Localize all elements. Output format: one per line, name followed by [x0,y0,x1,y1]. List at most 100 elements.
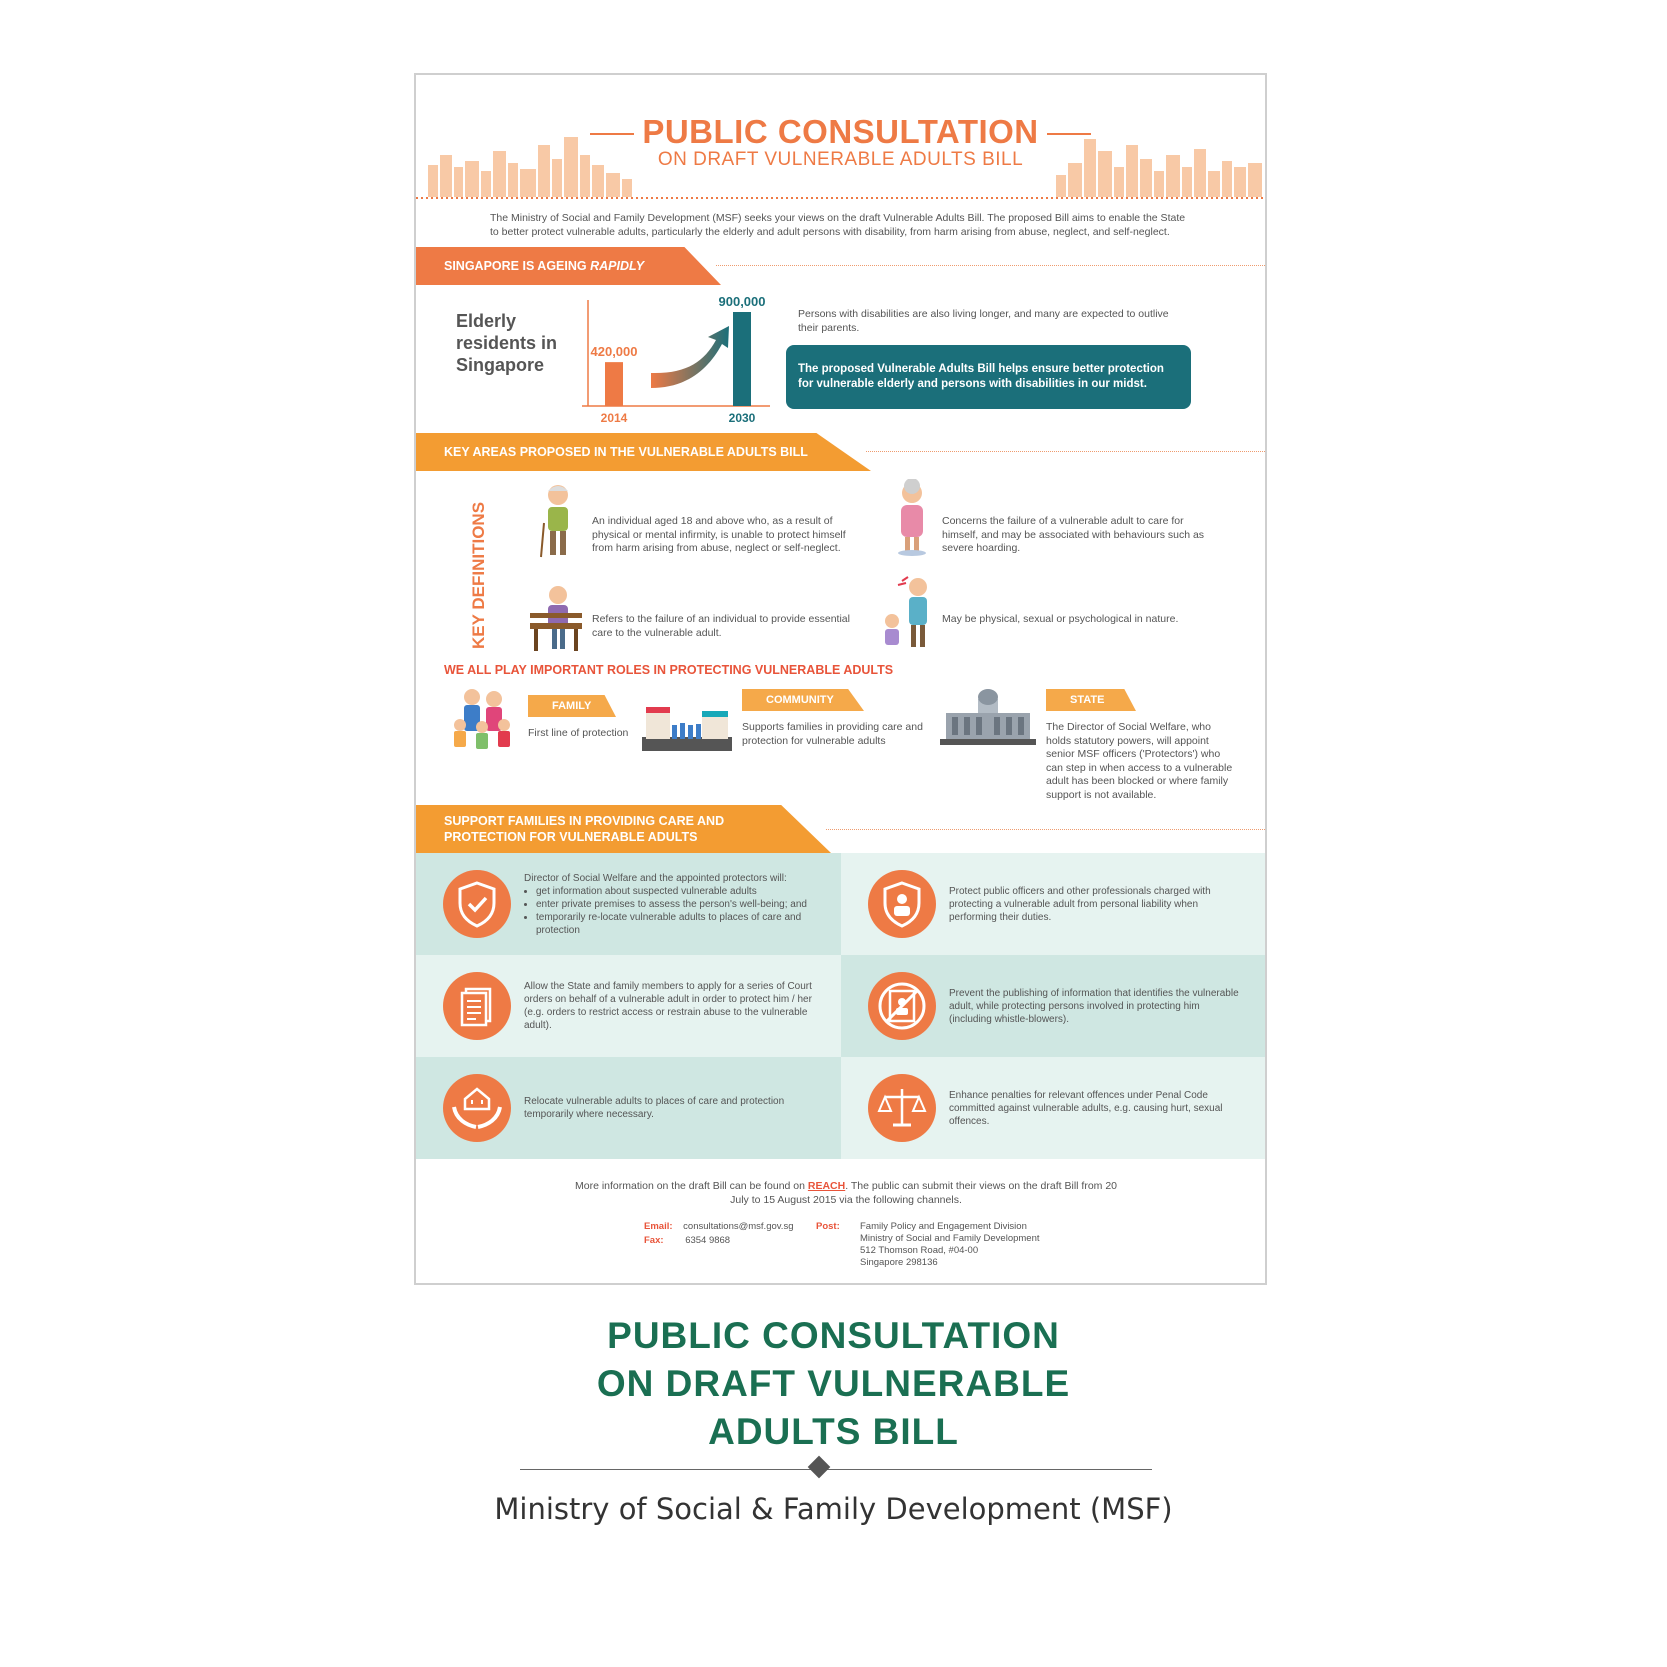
support-text: Prevent the publishing of information th… [949,987,1239,1025]
role-text: Supports families in providing care and … [742,721,923,747]
caption-title-line: ADULTS BILL [708,1411,959,1452]
elderly-chart: Elderly residents in Singapore 420,000 20… [446,290,776,430]
support-intro: Director of Social Welfare and the appoi… [524,872,787,884]
definition-self-neglect: SELF-NEGLECT Concerns the failure of a v… [942,485,1212,565]
reach-link[interactable]: REACH [807,1180,846,1192]
definition-text: An individual aged 18 and above who, as … [592,515,846,554]
definition-abuse: ABUSE May be physical, sexual or psychol… [942,583,1212,653]
caption-divider [520,1469,1152,1470]
highlight-box: The proposed Vulnerable Adults Bill help… [786,345,1191,409]
role-tag: STATE [1046,689,1136,711]
support-text: Protect public officers and other profes… [949,885,1211,923]
poster-header: PUBLIC CONSULTATION ON DRAFT VULNERABLE … [416,75,1265,203]
shield-check-icon [443,870,511,938]
fax-label: Fax: [644,1235,664,1246]
poster-subtitle: ON DRAFT VULNERABLE ADULTS BILL [657,149,1024,170]
support-text: Relocate vulnerable adults to places of … [524,1096,785,1120]
bar-value-label: 420,000 [591,344,638,359]
support-cell: Prevent the publishing of information th… [841,955,1265,1057]
caption-title: PUBLIC CONSULTATION ON DRAFT VULNERABLE … [0,1312,1667,1456]
caption-title-line: ON DRAFT VULNERABLE [596,1363,1071,1404]
support-bullet: temporarily re-locate vulnerable adults … [536,911,814,937]
support-bullet: enter private premises to assess the per… [536,898,814,911]
community-icon [642,707,732,751]
key-areas-band: KEY AREAS PROPOSED IN THE VULNERABLE ADU… [416,433,871,471]
support-band-line: PROTECTION FOR VULNERABLE ADULTS [444,830,698,844]
role-tag: COMMUNITY [742,689,864,711]
definition-text: Refers to the failure of an individual t… [592,613,850,639]
support-cell: Director of Social Welfare and the appoi… [416,853,841,955]
definition-tag: NEGLECT [610,588,663,600]
man-on-bench-icon [530,586,582,651]
court-orders-icon [443,972,511,1040]
definition-tag: ABUSE [960,588,999,600]
post-address: Family Policy and Engagement Division Mi… [860,1221,1040,1269]
definition-text: May be physical, sexual or psychological… [942,613,1179,625]
intro-text: The Ministry of Social and Family Develo… [490,212,1186,238]
email-label: Email: [644,1221,673,1232]
growth-arrow-icon [651,326,729,388]
definition-text: Concerns the failure of a vulnerable adu… [942,515,1205,554]
support-band-line: SUPPORT FAMILIES IN PROVIDING CARE AND [444,814,725,828]
scales-of-justice-icon [868,1074,936,1142]
role-text: The Director of Social Welfare, who hold… [1046,721,1233,801]
address-line: Ministry of Social and Family Developmen… [860,1233,1040,1244]
support-text: Allow the State and family members to ap… [524,981,812,1031]
support-text: Director of Social Welfare and the appoi… [524,853,814,955]
definition-neglect: NEGLECT Refers to the failure of an indi… [592,583,862,653]
support-cell: Allow the State and family members to ap… [416,955,841,1057]
family-icon [454,689,510,749]
bar-2014 [605,362,623,406]
roles-title: WE ALL PLAY IMPORTANT ROLES IN PROTECTIN… [444,663,894,677]
skyline-illustration [416,137,1265,199]
key-definitions-label: KEY DEFINITIONS [462,493,492,653]
email-contact: Email: consultations@msf.gov.sg [644,1221,793,1233]
address-line: Family Policy and Engagement Division [860,1221,1027,1232]
diamond-ornament-icon [807,1455,831,1479]
care-hands-home-icon [443,1074,511,1142]
officer-shield-icon [868,870,936,938]
bar-2030 [733,312,751,406]
address-line: Singapore 298136 [860,1257,938,1268]
role-text: First line of protection [528,727,629,739]
caption-title-line: PUBLIC CONSULTATION [607,1315,1060,1356]
support-cell: Relocate vulnerable adults to places of … [416,1057,841,1159]
abuse-figures-icon [885,576,927,647]
support-cell: Enhance penalties for relevant offences … [841,1057,1265,1159]
divider [866,451,1265,452]
definition-tag: VULNERABLE ADULT [610,490,725,502]
support-bullet: get information about suspected vulnerab… [536,885,814,898]
email-value[interactable]: consultations@msf.gov.sg [683,1221,794,1232]
divider [826,829,1265,830]
key-definitions-text: KEY DEFINITIONS [469,502,488,649]
bar-chart-svg: 420,000 2014 900,000 2030 [582,294,770,425]
government-building-icon [940,689,1036,745]
support-text: Enhance penalties for relevant offences … [949,1089,1223,1127]
ageing-band: SINGAPORE IS AGEING RAPIDLY [416,247,721,285]
footer-text: More information on the draft Bill can b… [566,1179,1126,1207]
footer-text-part: . The public can submit their views on t… [730,1180,1117,1206]
organization-name: Ministry of Social & Family Development … [494,1492,1173,1526]
support-cell: Protect public officers and other profes… [841,853,1265,955]
address-line: 512 Thomson Road, #04-00 [860,1245,979,1256]
elderly-man-icon [540,485,568,558]
category-label: 2030 [729,411,756,425]
divider [716,265,1265,266]
fax-value: 6354 9868 [685,1235,731,1246]
infographic-poster: PUBLIC CONSULTATION ON DRAFT VULNERABLE … [414,73,1267,1285]
chart-label: Elderly residents in Singapore [456,311,558,375]
category-label: 2014 [601,411,628,425]
poster-title: PUBLIC CONSULTATION [416,113,1265,151]
no-publishing-icon [868,972,936,1040]
elderly-woman-icon [898,479,926,556]
definition-tag: SELF-NEGLECT [960,490,1045,502]
footer-text-part: More information on the draft Bill can b… [575,1180,808,1192]
post-label-text: Post: [816,1221,840,1232]
bar-value-label: 900,000 [719,294,766,309]
disability-text: Persons with disabilities are also livin… [798,308,1169,334]
fax-contact: Fax: 6354 9868 [644,1235,730,1247]
post-label: Post: [816,1221,840,1233]
support-band: SUPPORT FAMILIES IN PROVIDING CARE AND P… [416,805,831,853]
definition-vulnerable-adult: VULNERABLE ADULT An individual aged 18 a… [592,485,862,565]
role-tag: FAMILY [528,695,616,717]
